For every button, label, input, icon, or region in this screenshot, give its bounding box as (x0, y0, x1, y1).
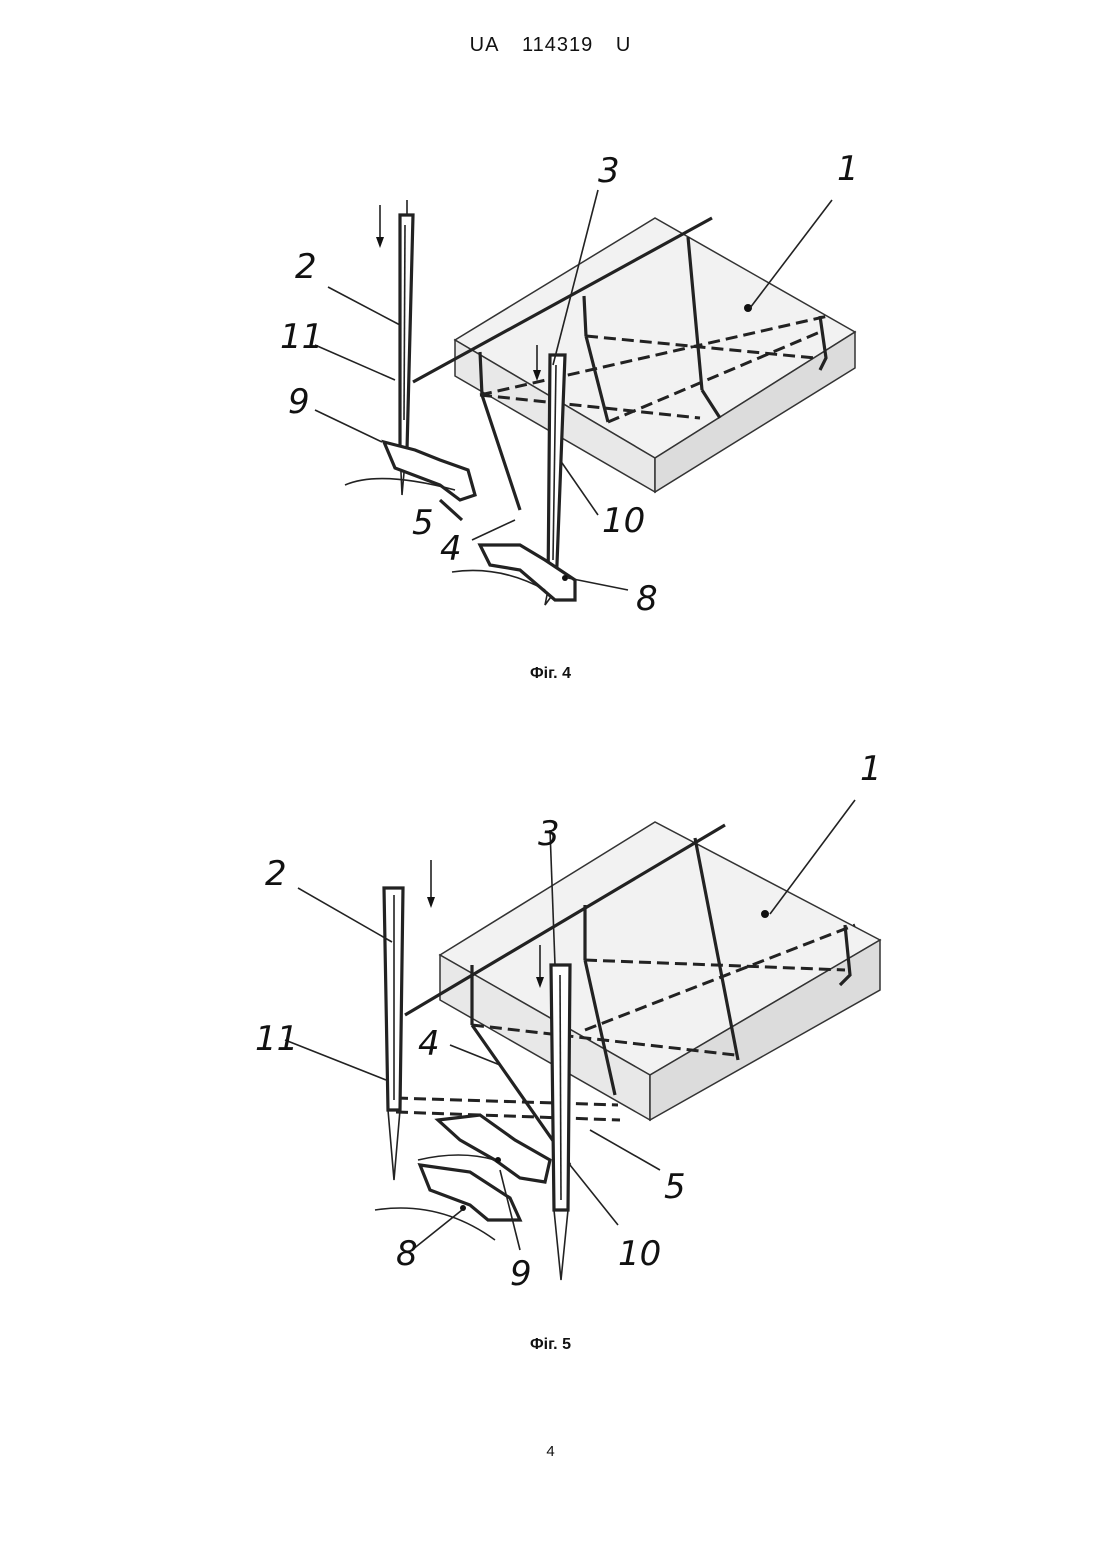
looper-8 (375, 1165, 520, 1240)
ref-1: 1 (860, 749, 882, 789)
figure-5-caption: Фіг. 5 (0, 1336, 1101, 1354)
looper-9 (345, 442, 475, 520)
ref-3: 3 (538, 814, 560, 854)
ref-5: 5 (412, 503, 434, 543)
ref-2: 2 (265, 854, 287, 894)
page-header: UA 114319 U (0, 34, 1101, 57)
ref-3: 3 (598, 151, 620, 191)
ref-4: 4 (440, 529, 462, 569)
ref-10: 10 (618, 1234, 661, 1274)
needle-3 (551, 965, 570, 1280)
ref-11: 11 (255, 1019, 298, 1059)
ref-10: 10 (602, 501, 645, 541)
ref-4: 4 (418, 1024, 440, 1064)
patent-kind: U (616, 34, 631, 56)
ref-11: 11 (280, 317, 323, 357)
needle-2 (384, 888, 403, 1180)
ref-1: 1 (837, 149, 859, 189)
ref-8: 8 (636, 579, 658, 619)
page-number: 4 (0, 1443, 1101, 1460)
ref-2: 2 (295, 247, 317, 287)
figure-5-drawing: 2 11 4 3 1 5 10 8 9 (0, 720, 1101, 1310)
figure-5: 2 11 4 3 1 5 10 8 9 (0, 720, 1101, 1310)
patent-number: 114319 (522, 34, 593, 56)
ref-5: 5 (664, 1167, 686, 1207)
ref-9: 9 (510, 1254, 532, 1294)
figure-4-drawing: 2 11 9 5 4 3 1 10 8 (0, 120, 1101, 680)
figure-4: 2 11 9 5 4 3 1 10 8 (0, 120, 1101, 680)
figure-4-caption: Фіг. 4 (0, 665, 1101, 683)
ref-8: 8 (396, 1234, 418, 1274)
patent-country: UA (470, 34, 500, 56)
ref-9: 9 (288, 382, 310, 422)
